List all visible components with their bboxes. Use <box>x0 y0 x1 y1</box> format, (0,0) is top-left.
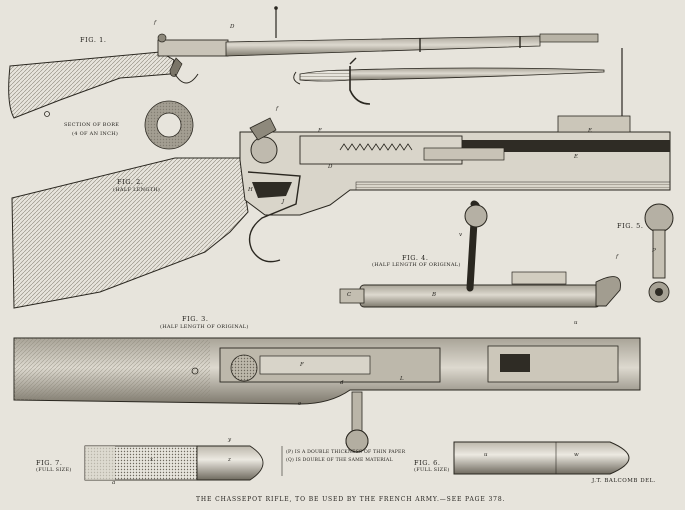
fig7-scale-label: (FULL SIZE) <box>36 467 72 473</box>
part-label-e3b: e <box>298 401 302 407</box>
part-label-e2: E <box>588 128 593 134</box>
bayonet <box>293 57 605 105</box>
fig6-scale-label: (FULL SIZE) <box>414 467 450 473</box>
part-label-z7: z <box>228 457 231 463</box>
fig2-label: FIG. 2. <box>117 178 144 186</box>
fig3-scale-label: (HALF LENGTH OF ORIGINAL) <box>160 324 249 330</box>
part-label-f3: F <box>300 362 304 368</box>
part-label-v4: v <box>459 232 463 238</box>
fig3-label: FIG. 3. <box>182 315 209 323</box>
part-label-f1: f <box>154 20 157 26</box>
part-label-y7: y <box>228 437 232 443</box>
fig7-label: FIG. 7. <box>36 459 63 467</box>
part-label-e3: E <box>574 154 579 160</box>
part-label-p5: P <box>652 248 656 254</box>
part-label-a7: a <box>112 480 116 486</box>
fig4-label: FIG. 4. <box>402 254 429 262</box>
fig6-bullet <box>453 441 630 475</box>
part-label-f-cap: F <box>318 128 322 134</box>
fig4-bolt <box>339 200 621 308</box>
part-label-d1: D <box>230 24 235 30</box>
part-label-x7: x <box>150 457 154 463</box>
fig4-scale-label: (HALF LENGTH OF ORIGINAL) <box>372 262 461 268</box>
part-label-d3: d <box>340 380 344 386</box>
fig1-label: FIG. 1. <box>80 36 107 44</box>
note-line-2: (Q) IS DOUBLE OF THE SAME MATERIAL <box>286 458 393 463</box>
fig6-label: FIG. 6. <box>414 459 441 467</box>
fig5-bolt-head <box>644 203 674 303</box>
part-label-u-mark: u <box>574 320 578 326</box>
part-label-f2: f <box>276 106 279 112</box>
section-of-bore-label: SECTION OF BORE <box>64 122 120 128</box>
fig5-label: FIG. 5. <box>617 222 644 230</box>
fig7-cartridge <box>84 445 264 481</box>
fig2-scale-label: (HALF LENGTH) <box>113 187 161 193</box>
part-label-j2: J <box>282 199 285 205</box>
bore-scale-label: (4 OF AN INCH) <box>72 131 119 137</box>
note-line-1: (P) IS A DOUBLE THICKNESS OF THIN PAPER <box>286 450 406 455</box>
part-label-c4: C <box>347 292 352 298</box>
fig1-rifle <box>8 6 599 119</box>
plate-caption: THE CHASSEPOT RIFLE, TO BE USED BY THE F… <box>196 496 506 503</box>
part-label-h2: H <box>248 187 253 193</box>
part-label-u6: u <box>484 452 488 458</box>
part-label-d2: D <box>328 164 333 170</box>
fig3-receiver-top <box>13 337 641 453</box>
part-label-w6: w <box>574 452 579 458</box>
fig2-breech <box>11 48 671 309</box>
part-label-l3: L <box>400 376 404 382</box>
bore-section <box>144 100 194 150</box>
artist-signature: J.T. BALCOMB DEL. <box>592 478 657 484</box>
part-label-f4: f <box>616 254 619 260</box>
part-label-b4: B <box>432 292 437 298</box>
